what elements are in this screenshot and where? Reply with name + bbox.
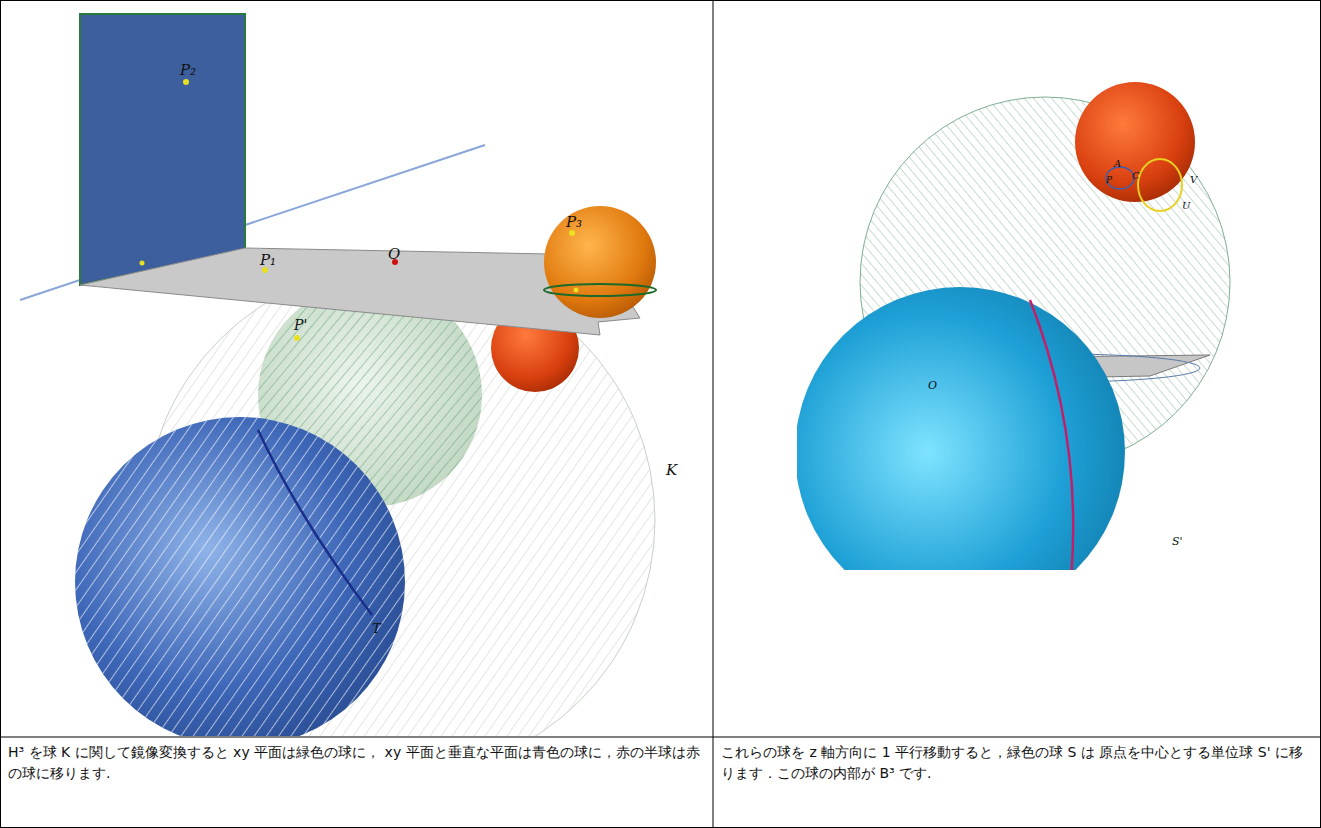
point-label: P₃ <box>566 214 582 231</box>
point-label: V <box>1190 174 1197 185</box>
caption-cell: H³ を球 K に関して鏡像変換すると xy 平面は緑色の球に， xy 平面と垂… <box>8 742 704 784</box>
point-label: A <box>1114 158 1121 169</box>
point-label: P₁ <box>260 252 276 269</box>
point-label: U <box>1182 200 1190 211</box>
point-label: T <box>372 622 381 636</box>
point-label: P₂ <box>180 62 196 79</box>
point-label: O <box>388 246 400 263</box>
point-label: P' <box>294 318 307 333</box>
origin-label: O <box>928 380 937 392</box>
sphere-label: S' <box>1172 536 1183 548</box>
point-label: C <box>1132 170 1140 181</box>
sphere-label: K <box>666 462 677 479</box>
caption-cell: これらの球を z 軸方向に 1 平行移動すると，緑色の球 S は 原点を中心とす… <box>721 742 1313 784</box>
point-label: P <box>1106 176 1112 186</box>
